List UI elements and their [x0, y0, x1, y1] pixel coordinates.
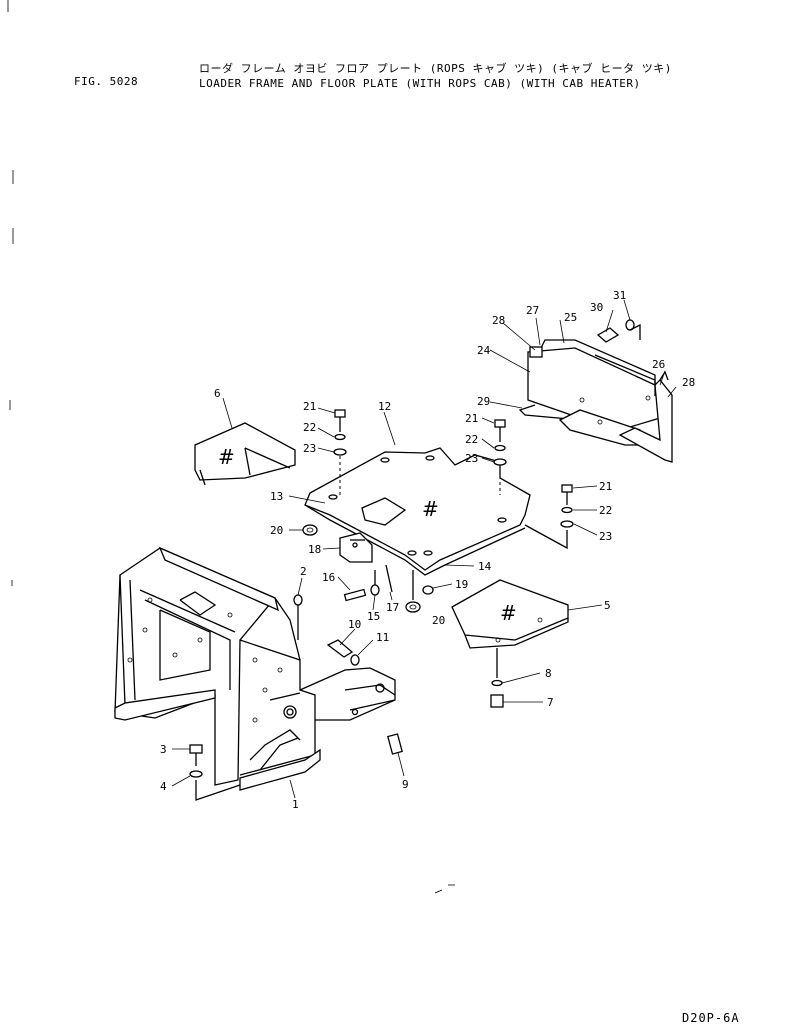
title-japanese: ローダ フレーム オヨビ フロア プレート (ROPS キャブ ツキ) (キャブ…: [199, 62, 672, 75]
callout-2: 2: [300, 565, 307, 578]
callout-20-left: 20: [270, 524, 283, 537]
hash-mark-plate-5: #: [500, 601, 517, 625]
callout-15: 15: [367, 610, 380, 623]
leader-lines: [171, 299, 677, 799]
callout-6: 6: [214, 387, 221, 400]
hash-mark-plate-6: #: [218, 445, 235, 469]
callout-22-right: 22: [599, 504, 612, 517]
callout-13: 13: [270, 490, 283, 503]
callout-9: 9: [402, 778, 409, 791]
callout-31: 31: [613, 289, 626, 302]
callout-11: 11: [376, 631, 389, 644]
callout-5: 5: [604, 599, 611, 612]
callout-27: 27: [526, 304, 539, 317]
callout-4: 4: [160, 780, 167, 793]
callout-14: 14: [478, 560, 492, 573]
callout-17: 17: [386, 601, 399, 614]
floor-plate-center: #: [304, 447, 531, 576]
callout-labels: 1 2 3 4 5 6 7 8 9 10 11 12 13 14 15 16 1…: [160, 289, 695, 811]
callout-22-left: 22: [303, 421, 316, 434]
figure-number: FIG. 5028: [74, 75, 139, 88]
callout-24: 24: [477, 344, 491, 357]
callout-21-middle: 21: [465, 412, 478, 425]
callout-3: 3: [160, 743, 167, 756]
bracket-18: [339, 532, 373, 563]
callout-12: 12: [378, 400, 391, 413]
callout-21-left: 21: [303, 400, 316, 413]
drawing-code: D20P-6A: [682, 1011, 740, 1025]
callout-28-upper-left: 28: [492, 314, 505, 327]
callout-25: 25: [564, 311, 577, 324]
floor-plate-left: #: [194, 422, 296, 486]
scan-edge-marks: [7, 0, 14, 586]
hash-mark-plate-12: #: [422, 497, 439, 521]
floor-plate-right: #: [451, 579, 569, 649]
callout-1: 1: [292, 798, 299, 811]
callout-18: 18: [308, 543, 321, 556]
callout-16: 16: [322, 571, 335, 584]
callout-23-right: 23: [599, 530, 612, 543]
callout-26: 26: [652, 358, 665, 371]
callout-22-middle: 22: [465, 433, 478, 446]
callout-29: 29: [477, 395, 490, 408]
callout-28-right: 28: [682, 376, 695, 389]
loader-frame: [114, 546, 396, 791]
callout-23-left: 23: [303, 442, 316, 455]
callout-23-middle: 23: [465, 452, 478, 465]
fasteners: [189, 319, 641, 894]
callout-10: 10: [348, 618, 361, 631]
callout-20-lower: 20: [432, 614, 445, 627]
title-english: LOADER FRAME AND FLOOR PLATE (WITH ROPS …: [199, 77, 641, 90]
heater-cover-plates: [518, 339, 673, 463]
callout-19: 19: [455, 578, 468, 591]
callout-8: 8: [545, 667, 552, 680]
callout-7: 7: [547, 696, 554, 709]
callout-30: 30: [590, 301, 603, 314]
callout-21-right: 21: [599, 480, 612, 493]
